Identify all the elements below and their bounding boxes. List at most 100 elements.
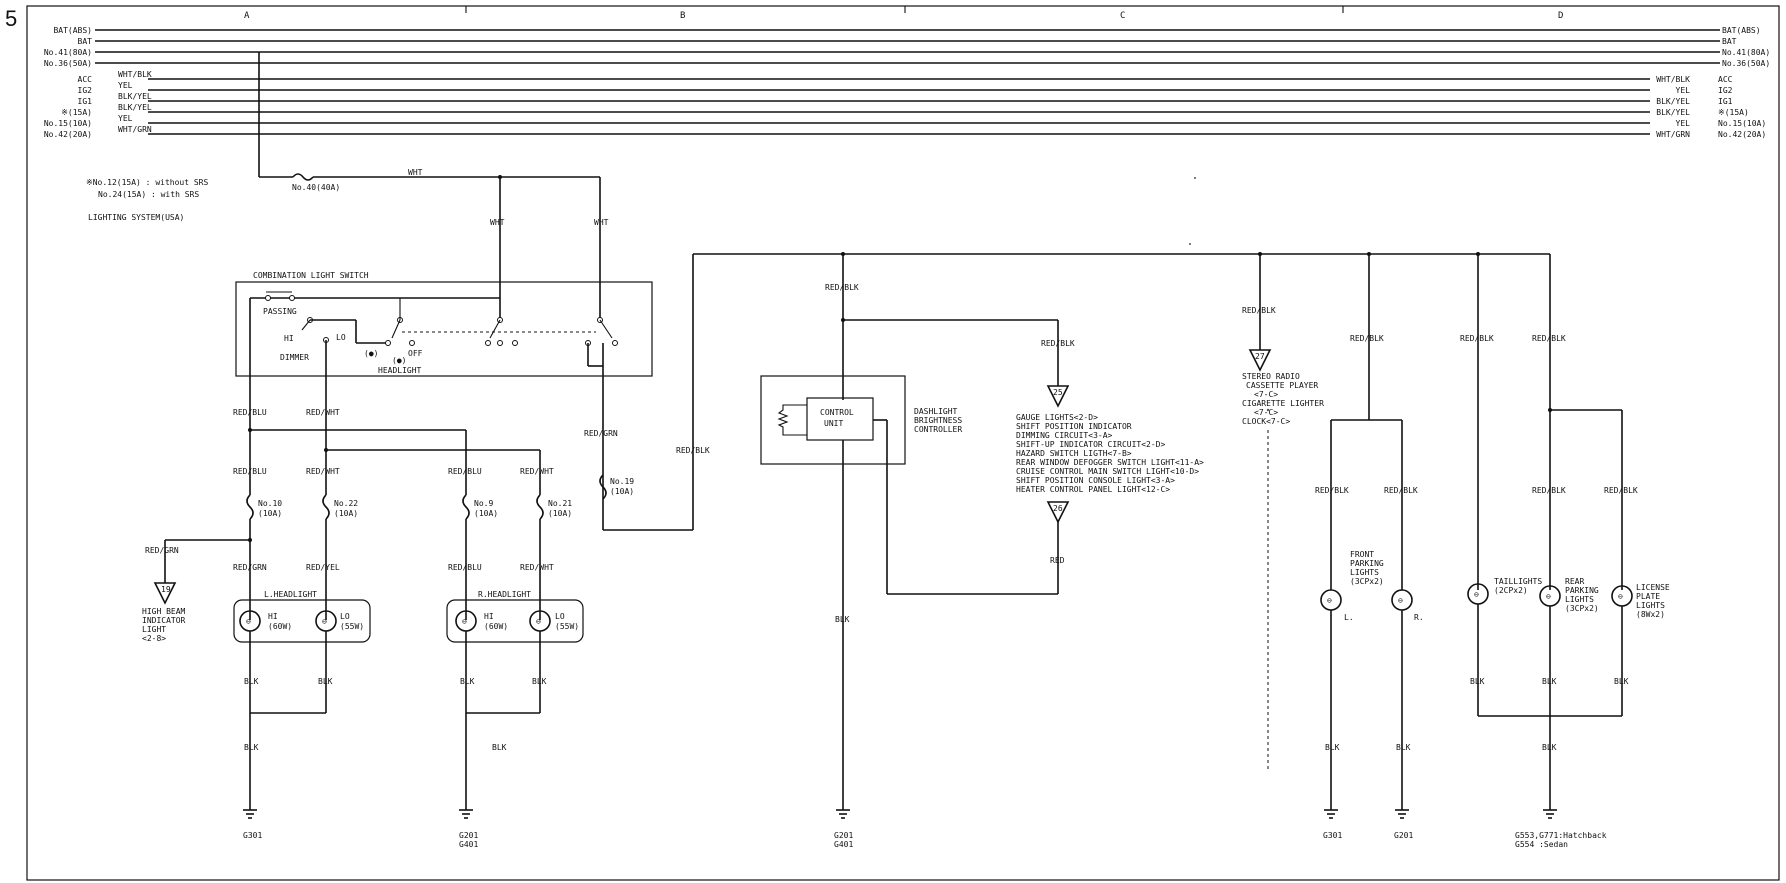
controller-box: [760, 375, 906, 465]
high-beam-ref: 19: [161, 585, 171, 594]
switch-pos1-label: (●): [364, 349, 378, 358]
controller-label-3: CONTROLLER: [914, 425, 962, 434]
wire-label-red-yel: RED/YEL: [306, 563, 340, 572]
wire-label-red-blk-d5: RED/BLK: [1604, 486, 1638, 495]
ground-g301-right: [1324, 809, 1338, 819]
controller-label-1: DASHLIGHT: [914, 407, 958, 416]
right-headlight: R.HEADLIGHT ⊖ ⊖ HI (60W) LO (55W): [446, 590, 584, 643]
svg-text:⊖: ⊖: [322, 617, 327, 626]
bus-wire-left-ig2: YEL: [118, 81, 133, 90]
bus-wire-right-no42: WHT/GRN: [1656, 130, 1690, 139]
wire-label-blk-5: BLK: [244, 743, 259, 752]
wire-label-red-wht-4: RED/WHT: [520, 563, 554, 572]
gauge-lights-group: RED/BLK 25 26 GAUGE LIGHTS<2-D> SHIFT PO…: [1016, 320, 1204, 524]
gauge-ref-top: 25: [1053, 388, 1063, 397]
stereo-item-6: CLOCK<7-C>: [1242, 417, 1290, 426]
bus-wire-left-no15: YEL: [118, 114, 133, 123]
fuse-no9-rating: (10A): [474, 509, 498, 518]
wire-label-red: RED: [1050, 556, 1065, 565]
left-lo-watt: (55W): [340, 622, 364, 631]
svg-text:⊖: ⊖: [1618, 592, 1623, 601]
high-beam-label-3: LIGHT: [142, 625, 166, 634]
headlight-branches: RED/BLU RED/WHT RED/BLU RED/WHT RED/BLU …: [145, 408, 572, 620]
ground-label-g201-center: G201: [834, 831, 853, 840]
controller-label-2: BRIGHTNESS: [914, 416, 962, 425]
bus-label-right-ig1: IG1: [1718, 97, 1733, 106]
front-parking-right-label: R.: [1414, 613, 1424, 622]
switch-pos2-label: (●): [392, 356, 406, 365]
bus-label-left-bat: BAT: [78, 37, 93, 46]
wire-label-red-grn-hb: RED/GRN: [145, 546, 179, 555]
zone-label-b: B: [680, 11, 685, 21]
wire-label-blk-9: BLK: [1396, 743, 1411, 752]
wire-label-blk-10: BLK: [1470, 677, 1485, 686]
switch-dimmer-label: DIMMER: [280, 353, 309, 362]
bus-wire-left-15a: BLK/YEL: [118, 103, 152, 112]
bus-wire-right-acc: WHT/BLK: [1656, 75, 1690, 84]
bus-label-right-no36: No.36(50A): [1722, 59, 1770, 68]
front-parking-left-label: L.: [1344, 613, 1354, 622]
license-label-4: (8Wx2): [1636, 610, 1665, 619]
control-unit-label-1: CONTROL: [820, 408, 854, 417]
gauge-item-4: SHIFT-UP INDICATOR CIRCUIT<2-D>: [1016, 440, 1165, 449]
page-number: 5: [5, 6, 17, 31]
license-label-3: LIGHTS: [1636, 601, 1665, 610]
wire-label-blk-13: BLK: [1542, 743, 1557, 752]
high-beam-indicator: 19 HIGH BEAM INDICATOR LIGHT <2-8>: [142, 582, 186, 643]
control-unit-label-2: UNIT: [824, 419, 843, 428]
fuse-no22-rating: (10A): [334, 509, 358, 518]
right-headlight-title: R.HEADLIGHT: [478, 590, 531, 599]
left-headlight: L.HEADLIGHT ⊖ ⊖ HI (60W) LO (55W): [233, 590, 371, 643]
bus-label-left-bat-abs: BAT(ABS): [53, 26, 92, 35]
switch-title: COMBINATION LIGHT SWITCH: [253, 271, 369, 280]
fuse-no9-symbol: [462, 494, 470, 520]
left-lo-label: LO: [340, 612, 350, 621]
svg-text:⊖: ⊖: [536, 617, 541, 626]
switch-hi-label: HI: [284, 334, 294, 343]
right-headlight-box: [446, 599, 584, 643]
high-beam-label-2: INDICATOR: [142, 616, 186, 625]
svg-text:⊖: ⊖: [462, 617, 467, 626]
bus-label-left-ig2: IG2: [78, 86, 93, 95]
fuse-no19-symbol: [599, 474, 607, 500]
fuse-no10-symbol: [246, 494, 254, 520]
ground-label-g401-left: G401: [459, 840, 478, 849]
bus-wire-right-ig1: BLK/YEL: [1656, 97, 1690, 106]
svg-text:⊖: ⊖: [246, 617, 251, 626]
control-unit-box: [806, 397, 874, 441]
combination-light-switch: COMBINATION LIGHT SWITCH PASSING HI LO D…: [235, 271, 653, 530]
ground-label-g554: G554 :Sedan: [1515, 840, 1568, 849]
taillight-label-2: (2CPx2): [1494, 586, 1528, 595]
ground-g201-g401-left: [459, 809, 473, 819]
svg-text:⊖: ⊖: [1327, 596, 1332, 605]
left-headlight-title: L.HEADLIGHT: [264, 590, 317, 599]
bus-wire-right-15a: BLK/YEL: [1656, 108, 1690, 117]
wire-label-red-grn-2: RED/GRN: [233, 563, 267, 572]
right-lo-label: LO: [555, 612, 565, 621]
scan-noise: [1189, 177, 1270, 770]
bus-label-right-ig2: IG2: [1718, 86, 1733, 95]
switch-headlight-label: HEADLIGHT: [378, 366, 422, 375]
system-title: LIGHTING SYSTEM(USA): [88, 213, 184, 222]
bus-label-left-no41: No.41(80A): [44, 48, 92, 57]
stereo-ref: 27: [1255, 352, 1265, 361]
gauge-item-2: SHIFT POSITION INDICATOR: [1016, 422, 1132, 431]
ground-g201-right: [1395, 809, 1409, 819]
rheostat-symbol: [777, 404, 807, 436]
fuse-no19-label: No.19: [610, 477, 634, 486]
front-parking-label-3: LIGHTS: [1350, 568, 1379, 577]
bus-label-left-15a: ※(15A): [61, 108, 92, 117]
stereo-item-5: <7-C>: [1254, 408, 1278, 417]
rear-parking-label-3: LIGHTS: [1565, 595, 1594, 604]
wire-label-red-blk-d3: RED/BLK: [1532, 334, 1566, 343]
note-without-srs: ※No.12(15A) : without SRS: [86, 178, 208, 187]
fuse-no21-symbol: [536, 494, 544, 520]
headlight-grounds: BLK BLK BLK BLK BLK BLK G301 G201 G401: [243, 631, 547, 849]
wire-label-blk-2: BLK: [318, 677, 333, 686]
bus-label-left-no42: No.42(20A): [44, 130, 92, 139]
taillight-label-1: TAILLIGHTS: [1494, 577, 1542, 586]
gauge-item-7: CRUISE CONTROL MAIN SWITCH LIGHT<10-D>: [1016, 467, 1199, 476]
main-feed: No.40(40A) WHT WHT WHT: [258, 52, 609, 318]
ground-g553-g771-g554: [1543, 809, 1557, 819]
ground-label-g553: G553,G771:Hatchback: [1515, 831, 1607, 840]
